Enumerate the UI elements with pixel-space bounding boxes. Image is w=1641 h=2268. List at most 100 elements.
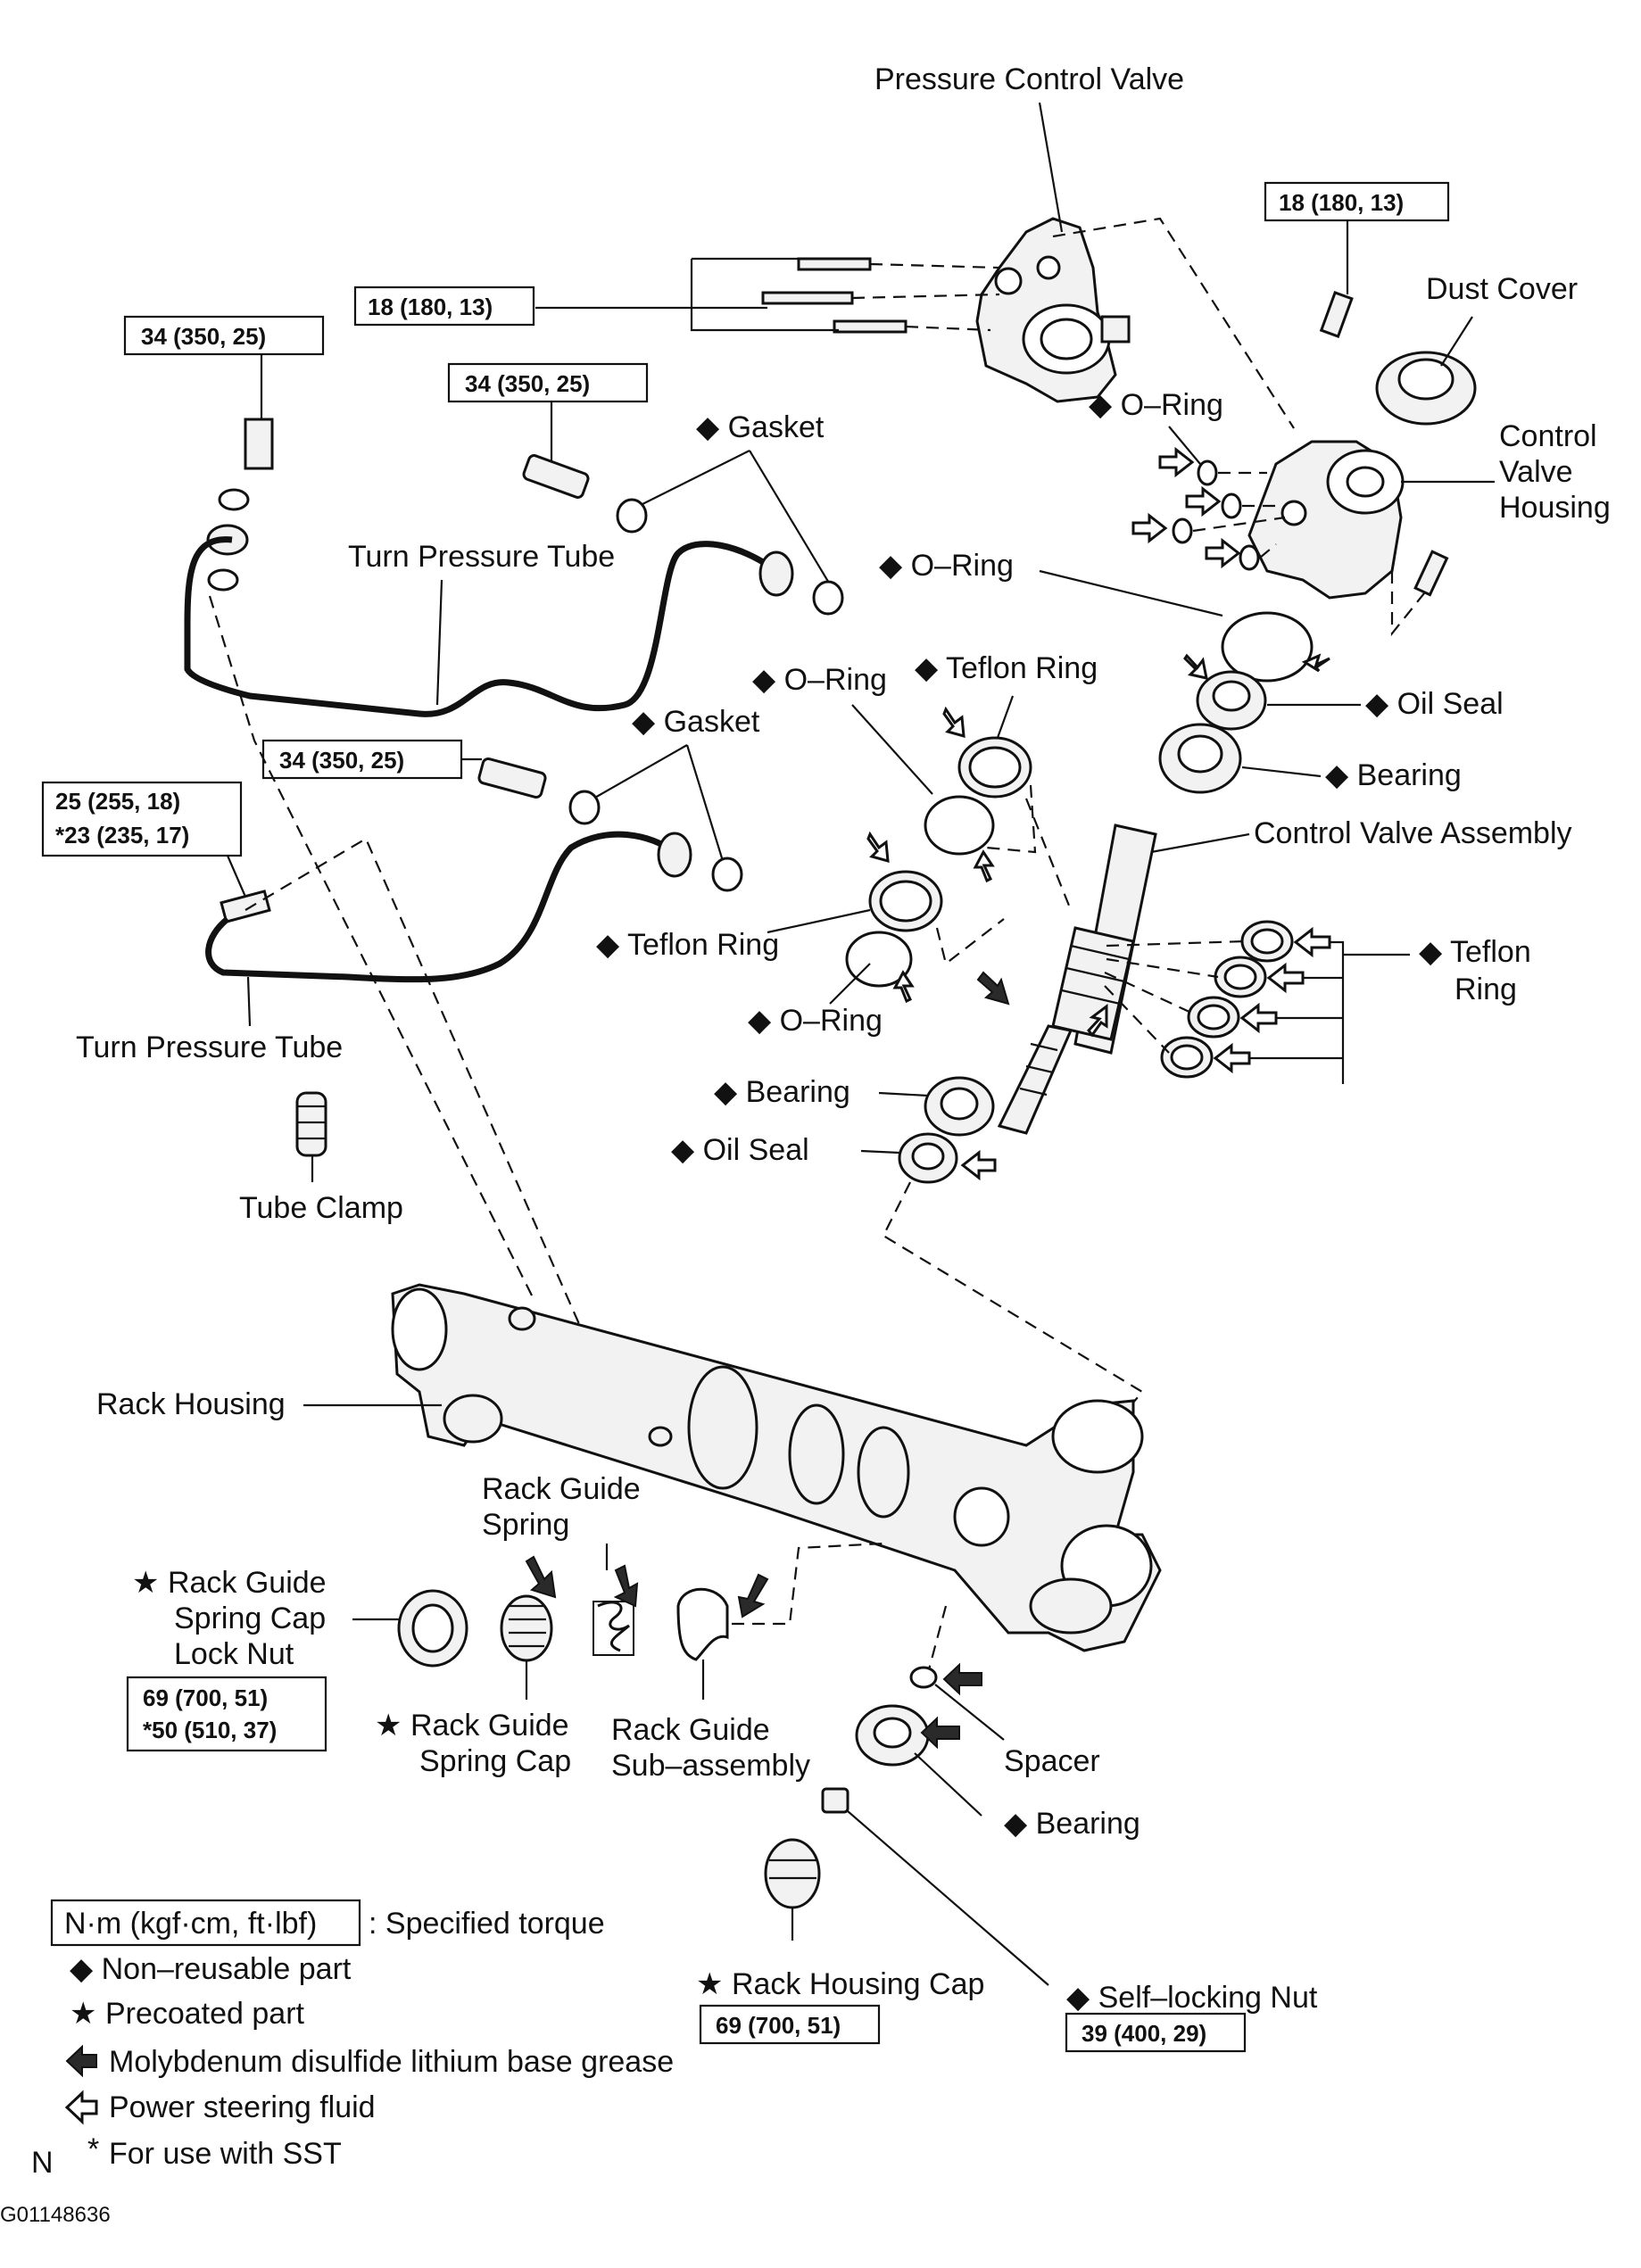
torque-pcv-bolts: 18 (180, 13) <box>353 286 535 327</box>
tube-flare-lower <box>657 832 692 878</box>
label-teflon-ring-left: ◆ Teflon Ring <box>596 928 779 962</box>
label-spacer: Spacer <box>1004 1744 1100 1778</box>
torque-lock-nut-b: *50 (510, 37) <box>143 1717 277 1743</box>
tube-clamp-part <box>295 1091 327 1157</box>
torque-lock-nut-a: 69 (700, 51) <box>143 1684 268 1711</box>
torque-tube-nut: 25 (255, 18) *23 (235, 17) <box>41 781 243 857</box>
label-oil-seal-upper: ◆ Oil Seal <box>1365 687 1504 721</box>
label-lock-nut-2: Spring Cap <box>174 1602 326 1635</box>
label-sub-assembly-2: Sub–assembly <box>611 1749 810 1783</box>
label-oil-seal-lower: ◆ Oil Seal <box>671 1133 809 1167</box>
gasket-left-2 <box>207 568 239 592</box>
union-bolt-upper <box>522 454 590 499</box>
torque-self-locking-nut: 39 (400, 29) <box>1065 2012 1247 2053</box>
pcv-bolts <box>761 257 908 334</box>
label-bearing-upper: ◆ Bearing <box>1325 758 1462 792</box>
fluid-arrow-oil-seal-lower <box>960 1149 997 1181</box>
fluid-arrows-teflon-right <box>1213 926 1331 1074</box>
legend-ps-fluid: Power steering fluid <box>109 2090 376 2124</box>
tube-flare-upper <box>758 550 794 597</box>
gasket-lower-2 <box>711 857 743 892</box>
label-teflon-ring-right-1: ◆ Teflon <box>1419 935 1531 969</box>
torque-tube-union-lower-text: 34 (350, 25) <box>279 747 404 774</box>
legend: N·m (kgf·cm, ft·lbf) : Specified torque … <box>31 1899 674 2180</box>
control-valve-assembly-part <box>997 824 1157 1135</box>
rack-guide-sub-assembly-part <box>676 1587 729 1661</box>
torque-lock-nut: 69 (700, 51) *50 (510, 37) <box>126 1676 327 1752</box>
torque-tube-nut-b: *23 (235, 17) <box>55 822 189 848</box>
fluid-arrows-rings <box>866 706 995 1004</box>
o-ring-left-part <box>924 795 995 856</box>
label-o-ring-mid: ◆ O–Ring <box>879 549 1014 583</box>
fluid-arrow-o-ring <box>1301 653 1330 673</box>
torque-tube-union-upper: 34 (350, 25) <box>447 362 649 403</box>
legend-moly-grease: Molybdenum disulfide lithium base grease <box>109 2045 674 2079</box>
cvh-bolt-top: 18 (180, 13) <box>1264 181 1450 338</box>
fluid-arrow-oil-seal <box>1183 653 1208 680</box>
gasket-lower-1 <box>568 790 601 825</box>
label-spring-cap-2: Spring Cap <box>419 1744 571 1778</box>
bearing-lower-part <box>855 1704 930 1767</box>
bearing-upper-part <box>1158 723 1242 794</box>
label-o-ring-top: ◆ O–Ring <box>1089 388 1223 422</box>
torque-cvh-bolt-text: 18 (180, 13) <box>1279 189 1404 216</box>
label-bearing-mid: ◆ Bearing <box>714 1075 850 1109</box>
gasket-upper-1 <box>616 498 648 534</box>
grease-arrow-spring-cap <box>525 1555 557 1599</box>
o-rings-housing <box>1172 459 1260 571</box>
oil-seal-upper-part <box>1196 670 1267 731</box>
rack-housing-cap-part <box>764 1838 821 1909</box>
legend-non-reusable: ◆ Non–reusable part <box>70 1952 352 1986</box>
label-gasket-upper: ◆ Gasket <box>696 410 825 444</box>
label-spring-cap-1: ★ Rack Guide <box>375 1709 569 1742</box>
label-tube-clamp: Tube Clamp <box>239 1191 403 1225</box>
label-dust-cover: Dust Cover <box>1426 272 1578 306</box>
label-control-2: Valve <box>1499 455 1573 489</box>
spring-part <box>593 1601 634 1656</box>
grease-arrow-guide <box>737 1573 769 1618</box>
label-lock-nut-3: Lock Nut <box>174 1637 294 1671</box>
torque-tube-nut-a: 25 (255, 18) <box>55 788 180 815</box>
label-teflon-ring-top: ◆ Teflon Ring <box>915 651 1098 685</box>
rack-housing-part <box>391 1283 1162 1652</box>
torque-tube-union-left: 34 (350, 25) <box>123 315 325 356</box>
o-ring-large <box>1221 611 1314 683</box>
label-sub-assembly-1: Rack Guide <box>611 1713 770 1747</box>
torque-rack-housing-cap: 69 (700, 51) <box>699 2004 881 2045</box>
label-o-ring-lower: ◆ O–Ring <box>748 1004 883 1038</box>
grease-arrow-valve <box>976 971 1010 1006</box>
label-control-3: Housing <box>1499 491 1611 525</box>
tube-nut-lower <box>220 890 271 923</box>
label-self-locking-nut: ◆ Self–locking Nut <box>1066 1981 1318 2015</box>
torque-rack-housing-cap-text: 69 (700, 51) <box>716 2012 841 2039</box>
label-o-ring-left: ◆ O–Ring <box>752 663 887 697</box>
fluid-arrows-housing <box>1131 446 1241 569</box>
label-control-1: Control <box>1499 419 1597 453</box>
legend-torque-text: : Specified torque <box>369 1907 605 1941</box>
o-ring-lower-part <box>845 931 913 988</box>
fluid-arrow-valve <box>1087 1004 1108 1038</box>
label-turn-pressure-tube-lower: Turn Pressure Tube <box>76 1031 343 1064</box>
dust-cover-part <box>1375 351 1477 426</box>
oil-seal-lower-part <box>898 1132 958 1184</box>
union-bolt-lower <box>477 757 547 799</box>
lock-nut-part <box>397 1589 468 1668</box>
pressure-control-valve-part <box>975 217 1131 403</box>
legend-precoated: ★ Precoated part <box>70 1997 305 2031</box>
torque-self-locking-nut-text: 39 (400, 29) <box>1082 2020 1206 2047</box>
label-control-valve-assembly: Control Valve Assembly <box>1254 816 1572 850</box>
torque-tube-union-upper-text: 34 (350, 25) <box>465 370 590 397</box>
label-bearing-lower: ◆ Bearing <box>1004 1807 1140 1841</box>
gasket-left-1 <box>218 488 250 511</box>
grease-arrow-spring <box>613 1564 639 1608</box>
gasket-upper-2 <box>812 580 844 616</box>
north-mark: N <box>31 2146 54 2180</box>
grease-arrow-spacer <box>942 1662 982 1696</box>
legend-sst: For use with SST <box>109 2137 342 2171</box>
turn-pressure-tube-upper-part <box>184 536 779 717</box>
union-bolt-left <box>244 418 274 470</box>
legend-torque-box: N·m (kgf·cm, ft·lbf) <box>64 1907 317 1941</box>
torque-tube-union-left-text: 34 (350, 25) <box>141 323 266 350</box>
control-valve-housing-part <box>1247 440 1449 600</box>
